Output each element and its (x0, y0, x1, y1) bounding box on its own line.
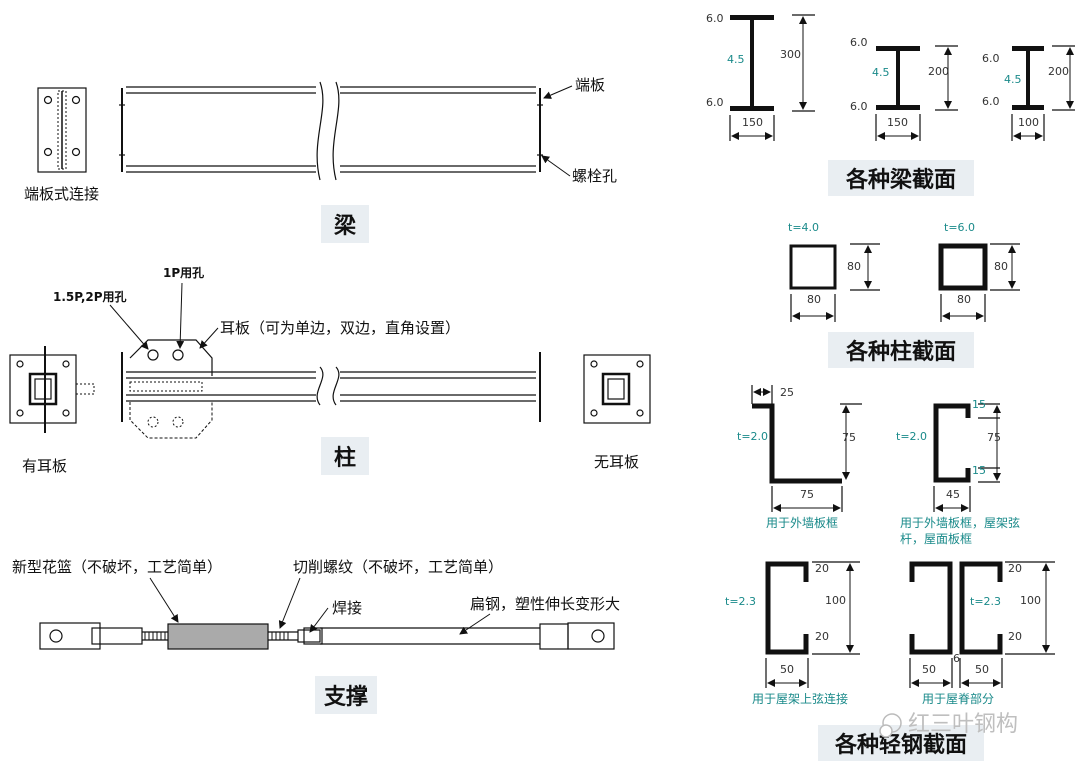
no-ear-plate-label: 无耳板 (594, 453, 639, 471)
lipped-c-caption-2: 杆，屋面板框 (900, 532, 972, 546)
light-steel-sections: 25 t=2.0 75 75 用于外墙板框 t=2.0 15 75 15 (725, 385, 1055, 761)
svg-text:6: 6 (953, 652, 960, 665)
h-section-200x150: 6.0 4.5 6.0 200 150 (850, 36, 958, 141)
svg-text:20: 20 (815, 630, 829, 643)
double-c-caption: 用于屋脊部分 (922, 691, 994, 706)
svg-text:200: 200 (928, 65, 949, 78)
column-diagram: 1.5P,2P用孔 1P用孔 耳板（可为单边，双边，直角设置） 有耳板 (9, 266, 651, 475)
svg-text:t=4.0: t=4.0 (788, 221, 819, 234)
column-body (121, 339, 541, 439)
svg-text:4.5: 4.5 (1004, 73, 1022, 86)
svg-text:6.0: 6.0 (982, 95, 1000, 108)
brace-body (39, 622, 615, 650)
svg-text:t=2.3: t=2.3 (725, 595, 756, 608)
svg-text:150: 150 (742, 116, 763, 129)
bolt-hole-label: 螺栓孔 (572, 167, 617, 185)
double-c-section: t=2.3 20 100 20 50 6 50 用于屋脊部分 (909, 561, 1055, 706)
with-ear-plate-detail (9, 346, 95, 433)
brace-title: 支撑 (324, 685, 368, 710)
svg-text:4.5: 4.5 (727, 53, 745, 66)
beam-sections: 6.0 4.5 6.0 300 150 6.0 4.5 6.0 200 (706, 12, 1075, 196)
column-title: 柱 (334, 446, 356, 471)
watermark: 红三叶钢构 (879, 712, 1018, 738)
svg-text:25: 25 (780, 386, 794, 399)
end-plate-detail (37, 87, 87, 173)
svg-text:6.0: 6.0 (982, 52, 1000, 65)
svg-text:t=2.0: t=2.0 (737, 430, 768, 443)
svg-text:200: 200 (1048, 65, 1069, 78)
cut-thread-label: 切削螺纹（不破坏，工艺简单） (293, 558, 503, 576)
end-plate-connection-label: 端板式连接 (24, 185, 99, 203)
svg-text:75: 75 (842, 431, 856, 444)
svg-text:100: 100 (825, 594, 846, 607)
hole-15p-2p-label: 1.5P,2P用孔 (53, 290, 127, 304)
svg-text:100: 100 (1018, 116, 1039, 129)
l-angle-section: 25 t=2.0 75 75 用于外墙板框 (737, 385, 862, 530)
svg-text:80: 80 (847, 260, 861, 273)
box-section-t4: t=4.0 80 80 (788, 221, 880, 322)
beam-diagram: 端板式连接 端板 螺栓孔 梁 (24, 76, 617, 243)
svg-text:15: 15 (972, 464, 986, 477)
svg-text:6.0: 6.0 (706, 12, 724, 25)
flat-steel-label: 扁钢，塑性伸长变形大 (470, 595, 620, 613)
column-sections: t=4.0 80 80 t=6.0 80 80 各种柱截面 (788, 221, 1020, 368)
svg-text:6.0: 6.0 (850, 100, 868, 113)
end-plate-label: 端板 (575, 76, 605, 94)
svg-text:t=2.3: t=2.3 (970, 595, 1001, 608)
column-sections-title: 各种柱截面 (845, 339, 956, 365)
svg-text:45: 45 (946, 488, 960, 501)
lipped-c-section: t=2.0 15 75 15 45 用于外墙板框，屋架弦 杆，屋面板框 (896, 398, 1020, 546)
column-title-box (321, 437, 369, 475)
svg-text:80: 80 (807, 293, 821, 306)
light-sections-title-box (818, 725, 984, 761)
svg-text:75: 75 (800, 488, 814, 501)
svg-text:20: 20 (815, 562, 829, 575)
beam-title-box (321, 205, 369, 243)
svg-text:300: 300 (780, 48, 801, 61)
svg-text:50: 50 (780, 663, 794, 676)
beam-title: 梁 (333, 214, 356, 239)
svg-text:6.0: 6.0 (850, 36, 868, 49)
svg-text:80: 80 (957, 293, 971, 306)
box-section-t6: t=6.0 80 80 (938, 221, 1020, 322)
svg-text:50: 50 (922, 663, 936, 676)
turnbuckle-label: 新型花篮（不破坏，工艺简单） (12, 558, 222, 576)
beam-sections-title-box (828, 160, 974, 196)
no-ear-plate-detail (583, 354, 651, 424)
watermark-text: 红三叶钢构 (908, 712, 1018, 737)
brace-diagram: 新型花篮（不破坏，工艺简单） 切削螺纹（不破坏，工艺简单） 焊接 扁钢，塑性伸长… (12, 558, 620, 714)
beam-body (119, 80, 543, 181)
svg-text:15: 15 (972, 398, 986, 411)
beam-sections-title: 各种梁截面 (845, 167, 956, 193)
svg-text:t=2.0: t=2.0 (896, 430, 927, 443)
svg-text:150: 150 (887, 116, 908, 129)
h-section-300x150: 6.0 4.5 6.0 300 150 (706, 12, 815, 141)
l-angle-caption: 用于外墙板框 (766, 516, 838, 530)
ear-plate-note: 耳板（可为单边，双边，直角设置） (220, 319, 460, 337)
svg-text:6.0: 6.0 (706, 96, 724, 109)
svg-text:t=6.0: t=6.0 (944, 221, 975, 234)
svg-text:100: 100 (1020, 594, 1041, 607)
svg-text:20: 20 (1008, 562, 1022, 575)
brace-title-box (315, 676, 377, 714)
with-ear-plate-label: 有耳板 (22, 457, 67, 475)
h-section-200x100: 6.0 4.5 6.0 200 100 (982, 45, 1075, 141)
weld-label: 焊接 (332, 599, 362, 617)
hole-1p-label: 1P用孔 (163, 266, 204, 280)
svg-text:4.5: 4.5 (872, 66, 890, 79)
lipped-c-caption-1: 用于外墙板框，屋架弦 (900, 515, 1020, 530)
svg-text:50: 50 (975, 663, 989, 676)
light-sections-title: 各种轻钢截面 (834, 732, 967, 758)
svg-text:75: 75 (987, 431, 1001, 444)
column-sections-title-box (828, 332, 974, 368)
c-channel-section: t=2.3 20 100 20 50 用于屋架上弦连接 (725, 561, 860, 706)
svg-text:80: 80 (994, 260, 1008, 273)
svg-text:20: 20 (1008, 630, 1022, 643)
c-channel-caption: 用于屋架上弦连接 (752, 691, 848, 706)
